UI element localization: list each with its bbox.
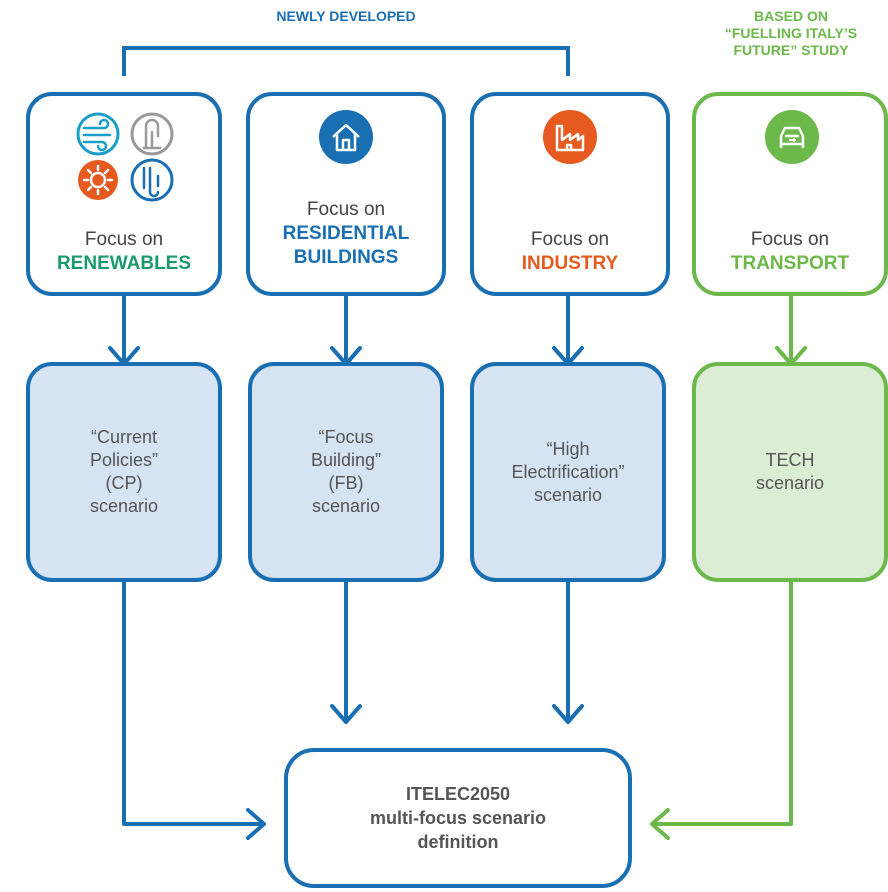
focus-card-residential-buildings: Focus on RESIDENTIAL BUILDINGS xyxy=(246,92,446,296)
fb-line1: “Focus xyxy=(318,427,374,447)
scenario-high-electrification: “High Electrification” scenario xyxy=(470,362,666,582)
geothermal-icon xyxy=(130,112,174,156)
final-itelec2050-box: ITELEC2050 multi-focus scenario definiti… xyxy=(284,748,632,888)
he-line2: Electrification” xyxy=(511,461,625,482)
tech-line1: TECH xyxy=(765,450,815,470)
newly-developed-bracket xyxy=(122,46,570,76)
final-line2: multi-focus scenario xyxy=(369,808,547,828)
buildings-card-text: Focus on RESIDENTIAL BUILDINGS xyxy=(250,198,442,270)
arrow-cp-to-final xyxy=(122,580,266,840)
house-icon xyxy=(319,110,373,164)
renewables-icons xyxy=(76,112,174,202)
transport-topic: TRANSPORT xyxy=(730,253,850,274)
hydro-icon xyxy=(130,158,174,202)
wind-icon xyxy=(76,112,120,156)
scenario-current-policies: “Current Policies” (CP) scenario xyxy=(26,362,222,582)
buildings-topic-line1: RESIDENTIAL xyxy=(282,223,410,244)
based-on-line1: BASED ON xyxy=(754,8,828,24)
newly-developed-header: NEWLY DEVELOPED xyxy=(276,8,416,24)
arrow-he-to-final xyxy=(552,580,584,724)
renewables-card-text: Focus on RENEWABLES xyxy=(30,228,218,276)
arrow-fb-to-final xyxy=(330,580,362,724)
buildings-prefix: Focus on xyxy=(306,199,386,220)
focus-card-industry: Focus on INDUSTRY xyxy=(470,92,670,296)
he-line3: scenario xyxy=(533,484,603,505)
solar-icon xyxy=(78,160,118,200)
arrow-industry-to-he xyxy=(552,294,584,366)
industry-prefix: Focus on xyxy=(530,229,610,250)
cp-line3: (CP) xyxy=(105,473,143,493)
arrow-buildings-to-fb xyxy=(330,294,362,366)
transport-prefix: Focus on xyxy=(750,229,830,250)
arrow-tech-to-final xyxy=(650,580,793,840)
tech-line2: scenario xyxy=(755,473,825,493)
cp-line1: “Current xyxy=(90,427,157,447)
industry-card-text: Focus on INDUSTRY xyxy=(474,228,666,276)
based-on-study-header: BASED ON “FUELLING ITALY’S FUTURE” STUDY xyxy=(700,8,882,59)
fb-line2: Building” xyxy=(310,450,382,470)
renewables-topic: RENEWABLES xyxy=(56,253,192,274)
electric-car-icon xyxy=(765,110,819,164)
final-line3: definition xyxy=(417,832,499,852)
fb-line4: scenario xyxy=(311,496,381,516)
buildings-topic-line2: BUILDINGS xyxy=(293,247,399,268)
focus-card-renewables: Focus on RENEWABLES xyxy=(26,92,222,296)
arrow-transport-to-tech xyxy=(775,294,807,366)
renewables-prefix: Focus on xyxy=(84,229,164,250)
industry-topic: INDUSTRY xyxy=(521,253,619,274)
based-on-line2: “FUELLING ITALY’S xyxy=(724,25,858,41)
final-line1: ITELEC2050 xyxy=(405,784,511,804)
he-line1: “High xyxy=(546,438,590,459)
scenario-focus-building: “Focus Building” (FB) scenario xyxy=(248,362,444,582)
scenario-tech: TECH scenario xyxy=(692,362,888,582)
arrow-renewables-to-cp xyxy=(108,294,140,366)
transport-card-text: Focus on TRANSPORT xyxy=(696,228,884,276)
cp-line2: Policies” xyxy=(89,450,158,470)
factory-icon xyxy=(543,110,597,164)
focus-card-transport: Focus on TRANSPORT xyxy=(692,92,888,296)
fb-line3: (FB) xyxy=(328,473,364,493)
based-on-line3: FUTURE” STUDY xyxy=(733,42,849,58)
cp-line4: scenario xyxy=(89,496,159,516)
